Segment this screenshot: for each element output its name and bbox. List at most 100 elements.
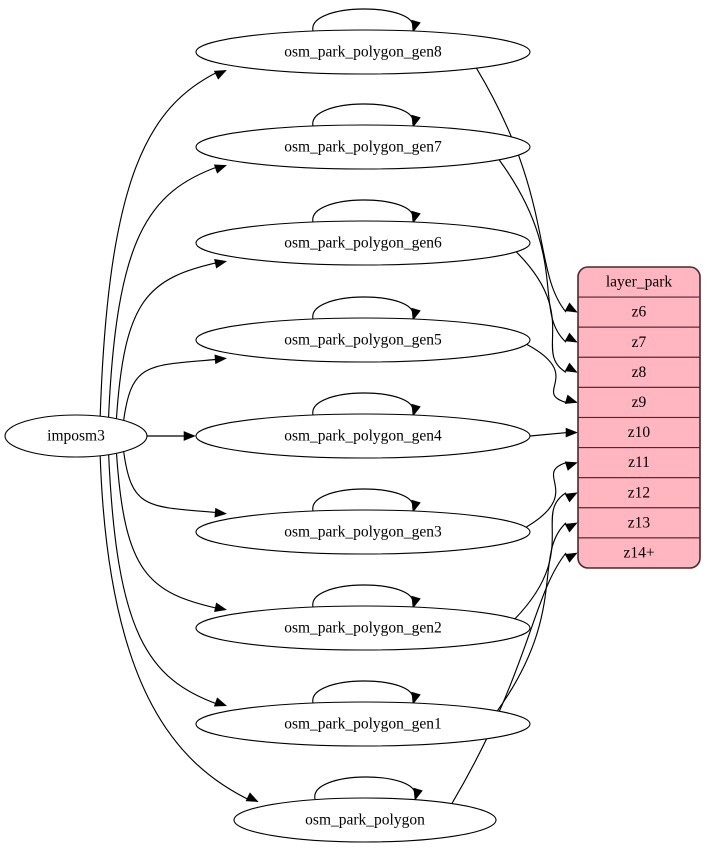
generalization-node-ellipse[interactable] [195,413,531,459]
source-edge [99,455,252,802]
layer-edge-arrowhead [564,492,578,503]
self-loop-arrowhead [411,691,421,705]
self-loop-edge [312,584,414,608]
generalization-node-ellipse[interactable] [195,317,531,363]
table-row-label: z13 [628,514,651,531]
layer-edge-arrowhead [564,522,578,533]
node-imposm3[interactable]: imposm3 [4,414,148,458]
source-edge [115,452,220,610]
node-label: osm_park_polygon_gen1 [284,716,442,733]
self-loop-edge [312,680,414,704]
table-row-cell[interactable] [578,477,700,509]
self-loop-arrowhead [411,19,421,33]
source-edge-arrowhead [213,69,227,80]
source-edge-arrowhead [245,792,259,803]
generalization-node-ellipse[interactable] [195,124,531,170]
source-edge-arrowhead [213,164,227,174]
table-row-label: z6 [632,304,647,321]
table-row-label: z9 [632,394,647,411]
node-gen3[interactable]: osm_park_polygon_gen3 [195,509,531,555]
layer-edge-arrowhead [564,362,578,373]
table-row-label: z11 [628,454,650,471]
source-edge-arrowhead [214,507,227,518]
layer-edge [496,522,567,712]
node-gen2[interactable]: osm_park_polygon_gen2 [195,605,531,651]
generalization-node-ellipse[interactable] [195,29,531,75]
self-loop-edge [312,199,414,223]
generalization-node-ellipse[interactable] [233,797,497,843]
self-loop-arrowhead [411,403,421,417]
layer-edge-arrowhead [565,427,578,438]
table-row-cell[interactable] [578,537,700,568]
source-edge [115,261,220,420]
generalization-node-ellipse[interactable] [195,509,531,555]
node-label: imposm3 [47,428,105,445]
table-row-label: z7 [632,334,647,351]
node-label: osm_park_polygon_gen8 [284,44,442,61]
table-row-cell[interactable] [578,356,700,388]
node-gen1[interactable]: osm_park_polygon_gen1 [195,701,531,747]
node-label: osm_park_polygon_gen4 [284,428,442,445]
generalization-node-ellipse[interactable] [195,701,531,747]
source-edge-arrowhead [213,697,227,707]
layer-edge [498,159,567,343]
node-label: osm_park_polygon [305,812,425,829]
layer-edge [451,552,567,804]
node-base[interactable]: osm_park_polygon [233,797,497,843]
table-outline [577,266,701,569]
table-row-label: z8 [632,364,647,381]
layer-edge [526,343,567,404]
source-node-ellipse[interactable] [4,414,148,458]
node-label: osm_park_polygon_gen5 [284,332,442,349]
source-edge-arrowhead [214,259,227,269]
table-row-cell[interactable] [578,507,700,539]
source-edge [122,450,220,514]
layer-edge [515,251,567,373]
node-gen5[interactable]: osm_park_polygon_gen5 [195,317,531,363]
node-gen8[interactable]: osm_park_polygon_gen8 [195,29,531,75]
table-row-cell[interactable] [578,416,700,449]
source-edge-arrowhead [214,602,227,612]
layer-edge-arrowhead [564,552,578,563]
self-loop-edge [314,776,416,800]
node-gen4[interactable]: osm_park_polygon_gen4 [195,413,531,459]
table-row-label: z12 [628,484,650,501]
node-label: osm_park_polygon_gen6 [284,235,442,252]
self-loop-edge [312,488,414,512]
layer-edge [525,462,567,528]
generalization-node-ellipse[interactable] [195,605,531,651]
layer-edge [475,67,567,313]
self-loop-arrowhead [411,114,421,128]
node-gen7[interactable]: osm_park_polygon_gen7 [195,124,531,170]
node-label: osm_park_polygon_gen3 [284,524,442,541]
edges-layer [99,8,578,804]
source-edge [122,358,220,422]
self-loop-arrowhead [413,787,423,801]
source-edge-arrowhead [183,431,196,441]
layer-edge-arrowhead [564,332,578,343]
layer-edge-arrowhead [564,394,578,404]
node-gen6[interactable]: osm_park_polygon_gen6 [195,220,531,266]
source-edge [108,453,220,706]
table-header-label: layer_park [606,274,673,291]
node-label: osm_park_polygon_gen2 [284,620,442,637]
layer-edge-arrowhead [564,302,578,313]
layer-edge [514,492,567,620]
self-loop-edge [312,392,414,416]
source-edge [107,165,220,418]
self-loop-arrowhead [411,307,421,321]
node-label: osm_park_polygon_gen7 [284,139,442,156]
self-loop-arrowhead [411,210,421,224]
table-row-label: z10 [628,424,651,441]
source-edge [99,70,220,417]
generalization-node-ellipse[interactable] [195,220,531,266]
self-loop-edge [312,8,414,32]
layer-edge [529,431,568,437]
table-row-cell[interactable] [578,326,700,358]
nodes-layer: imposm3 osm_park_polygon_gen8 osm_park_pol… [4,29,531,843]
self-loop-arrowhead [411,595,421,609]
